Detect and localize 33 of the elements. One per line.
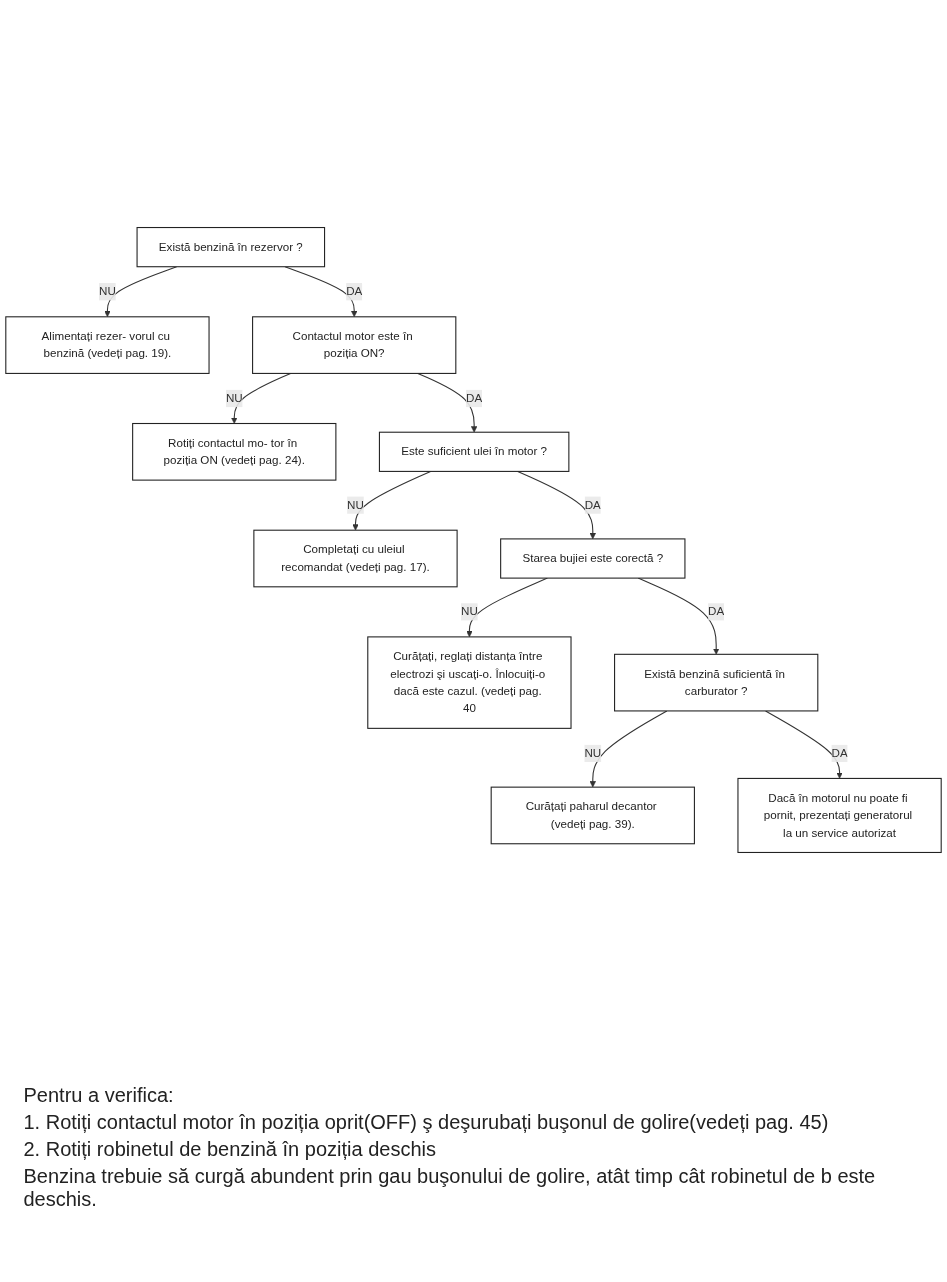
arrow: [589, 710, 668, 788]
edge-label: NU: [347, 498, 364, 511]
node-box: Contactul motor este în poziția ON?: [252, 316, 457, 374]
node-box: Curățați, reglați distanța între electrozi şi uscați-o. Înlocuiți-o dacă este cazul. (vedeți pag. 40: [367, 636, 572, 729]
node-box: Este suficient ulei în motor ?: [378, 431, 570, 472]
node-box: Există benzină în rezervor ?: [136, 227, 326, 268]
arrow: [104, 266, 178, 318]
node-box: Alimentați rezer- vorul cu benzină (vedeți pag. 19).: [5, 316, 210, 374]
edge-label: NU: [225, 391, 243, 405]
note-text: 2. Rotiți robinetul de benzină în poziția deschis: [23, 1138, 437, 1161]
edge-label: DA: [708, 605, 725, 618]
arrow: [517, 470, 596, 540]
edge-label: NU: [461, 605, 478, 618]
node-box: Dacă în motorul nu poate fi pornit, prezentați generatorul la un service autorizat: [737, 777, 942, 853]
node-box: Rotiți contactul mo- tor în poziția ON (vedeți pag. 24).: [132, 422, 337, 481]
edge-label: DA: [831, 746, 848, 760]
edge-label: NU: [584, 746, 602, 760]
node-box: Starea bujiei este corectă ?: [500, 538, 686, 579]
node-box: Completați cu uleiul recomandat (vedeți pag. 17).: [253, 529, 458, 588]
arrow: [231, 372, 292, 424]
edge-label: DA: [346, 285, 363, 298]
arrow: [284, 266, 358, 318]
edge-label: NU: [99, 285, 116, 298]
arrow: [352, 470, 432, 531]
edge-label: DA: [584, 498, 601, 511]
node-box: Există benzină suficientă în carburator ?: [614, 653, 819, 712]
note-text: Benzina trebuie să curgă abundent prin gau buşonului de golire, atât timp cât robinetul de b este deschis.: [23, 1165, 877, 1211]
edge-label: DA: [466, 391, 483, 405]
arrow: [417, 372, 478, 433]
arrow: [765, 710, 843, 779]
note-text: 1. Rotiți contactul motor în poziția oprit(OFF) ş deşurubați buşonul de golire(vedeți pag. 45): [23, 1111, 830, 1134]
note-text: Pentru a verifica:: [23, 1084, 175, 1107]
node-box: Curățați paharul decantor (vedeți pag. 39).: [490, 786, 695, 845]
